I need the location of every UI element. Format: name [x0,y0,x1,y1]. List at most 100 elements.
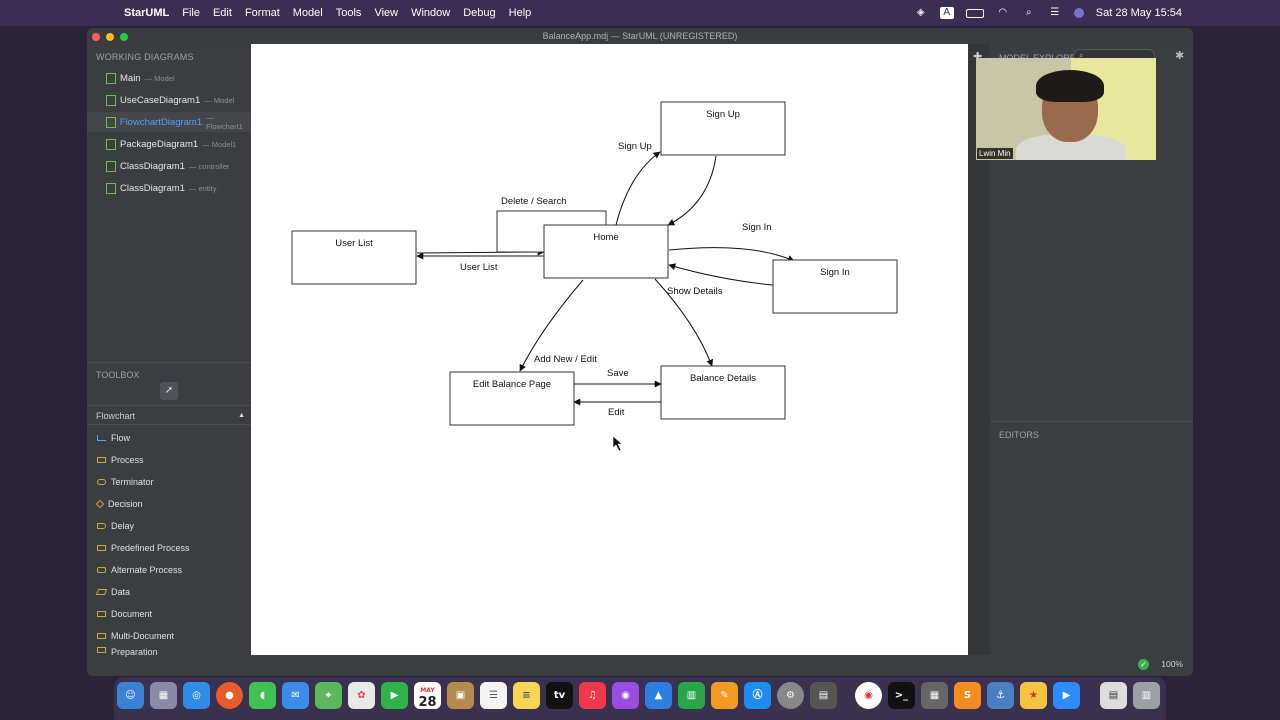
menu-file[interactable]: File [182,7,200,19]
apple-tv-icon[interactable]: tv [546,682,573,709]
menubar-datetime[interactable]: Sat 28 May 15:54 [1095,7,1182,19]
app-store-icon[interactable]: Ⓐ [744,682,771,709]
menu-window[interactable]: Window [411,7,451,19]
contacts-icon[interactable]: ▣ [447,682,474,709]
music-icon[interactable]: ♫ [579,682,606,709]
extension-icon[interactable]: ✚ [973,51,983,63]
chrome-icon[interactable]: ◉ [855,682,882,709]
tool-decision[interactable]: Decision [87,493,251,515]
node-sign-in[interactable] [772,259,898,314]
flow-home-to-balancedetails[interactable] [654,278,714,367]
menu-bar: StarUML File Edit Format Model Tools Vie… [0,0,1280,26]
menu-help[interactable]: Help [508,7,532,19]
siri-icon[interactable] [1073,8,1084,18]
diagram-item-class-entity[interactable]: ClassDiagram1— entity [87,178,251,198]
safari-icon[interactable]: ◎ [183,682,210,709]
settings-gear-icon[interactable]: ✱ [1175,50,1185,62]
toolbox-section-flowchart[interactable]: Flowchart ▲ [87,405,251,425]
flow-home-to-signin[interactable] [668,247,795,262]
zoom-app-icon[interactable]: ▶ [1053,682,1080,709]
menu-app-name[interactable]: StarUML [124,7,170,19]
messages-icon[interactable]: ◖ [249,682,276,709]
wifi-icon[interactable]: ◠ [998,7,1008,18]
tool-multi-document[interactable]: Multi-Document [87,625,251,647]
mysql-workbench-icon[interactable]: ⚓ [987,682,1014,709]
trash-icon[interactable]: ▥ [1133,682,1160,709]
node-edit-balance-page[interactable] [449,371,575,426]
minimize-window-button[interactable] [106,33,114,41]
facetime-icon[interactable]: ▶ [381,682,408,709]
tool-flow[interactable]: Flow [87,427,251,449]
terminal-icon[interactable]: >_ [888,682,915,709]
tool-predefined-process[interactable]: Predefined Process [87,537,251,559]
app-window-icon[interactable]: ▤ [810,682,837,709]
finder-icon[interactable]: ☺ [117,682,144,709]
sublime-text-icon[interactable]: S [954,682,981,709]
delay-icon [97,523,106,529]
menu-view[interactable]: View [374,7,399,19]
calculator-icon[interactable]: ▦ [921,682,948,709]
menu-tools[interactable]: Tools [335,7,362,19]
validation-ok-icon[interactable]: ✓ [1138,659,1149,670]
battery-icon[interactable] [965,8,984,18]
menu-debug[interactable]: Debug [463,7,496,19]
mail-icon[interactable]: ✉ [282,682,309,709]
webcam-overlay: Lwin Min [976,58,1156,160]
node-user-list[interactable] [291,230,417,285]
menu-format[interactable]: Format [244,7,280,19]
zoom-level[interactable]: 100% [1161,659,1183,669]
launchpad-icon[interactable]: ▦ [150,682,177,709]
maps-icon[interactable]: ⌖ [315,682,342,709]
firefox-icon[interactable]: ● [216,682,243,709]
notes-icon[interactable]: ≡ [513,682,540,709]
shield-icon[interactable]: ◈ [916,7,925,18]
tool-delay[interactable]: Delay [87,515,251,537]
collapse-caret-icon[interactable]: ▲ [238,412,245,419]
diagram-item-class-controller[interactable]: ClassDiagram1— controller [87,156,251,176]
flow-signup-to-home[interactable] [667,155,717,226]
diagram-item-usecase[interactable]: UseCaseDiagram1— Model [87,90,251,110]
staruml-icon[interactable]: ★ [1020,682,1047,709]
decision-icon [95,499,105,509]
keyboard-input-icon[interactable]: A [939,7,954,19]
tool-process[interactable]: Process [87,449,251,471]
reminders-icon[interactable]: ☰ [480,682,507,709]
diagram-owner: — Model [144,73,175,83]
webcam-name-label: Lwin Min [977,148,1013,159]
keynote-icon[interactable]: ▲ [645,682,672,709]
zoom-window-button[interactable] [120,33,128,41]
photos-icon[interactable]: ✿ [348,682,375,709]
control-center-icon[interactable]: ☰ [1050,7,1060,18]
tool-document[interactable]: Document [87,603,251,625]
diagram-name: UseCaseDiagram1 [120,94,201,106]
node-home[interactable] [543,224,669,279]
podcasts-icon[interactable]: ◉ [612,682,639,709]
flow-home-to-editbalance[interactable] [519,279,584,372]
toolbox-title: TOOLBOX [96,370,140,380]
documents-folder-icon[interactable]: ▤ [1100,682,1127,709]
flowchart-diagram[interactable]: Sign Up Home User List Sign In Edit Bala… [251,44,968,655]
node-balance-details[interactable] [660,365,786,420]
flow-signin-to-home[interactable] [668,263,774,286]
tool-preparation[interactable]: Preparation [87,647,251,661]
pages-icon[interactable]: ✎ [711,682,738,709]
numbers-icon[interactable]: ▥ [678,682,705,709]
tool-data[interactable]: Data [87,581,251,603]
diagram-item-flowchart[interactable]: FlowchartDiagram1— Flowchart1 [87,112,251,132]
search-icon[interactable]: ⌕ [1025,7,1032,18]
diagram-item-main[interactable]: Main— Model [87,68,251,88]
close-window-button[interactable] [92,33,100,41]
flow-home-to-signup[interactable] [615,151,661,226]
toolbox-panel: TOOLBOX ➚ Flowchart ▲ Flow Process Termi… [87,362,251,676]
system-preferences-icon[interactable]: ⚙ [777,682,804,709]
tool-alternate-process[interactable]: Alternate Process [87,559,251,581]
menu-model[interactable]: Model [292,7,323,19]
diagram-item-package[interactable]: PackageDiagram1— Model1 [87,134,251,154]
tool-terminator[interactable]: Terminator [87,471,251,493]
node-sign-up[interactable] [660,101,786,156]
diagram-canvas[interactable]: Sign Up Home User List Sign In Edit Bala… [251,44,1120,655]
menu-edit[interactable]: Edit [212,7,232,19]
select-pointer-icon[interactable]: ➚ [160,382,178,400]
